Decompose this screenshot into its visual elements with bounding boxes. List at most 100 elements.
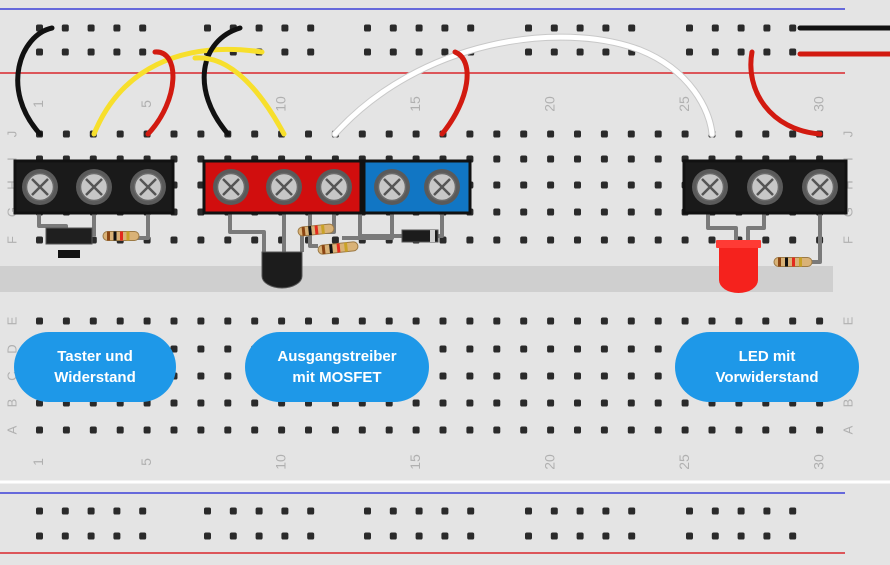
hole [170, 426, 178, 434]
label-taster: Taster und Widerstand [14, 332, 176, 402]
hole [358, 426, 366, 434]
label-led: LED mit Vorwiderstand [675, 332, 859, 402]
hole [116, 130, 124, 138]
hole [281, 532, 289, 540]
hole [139, 507, 147, 515]
hole [61, 24, 69, 32]
column-number: 1 [30, 100, 46, 108]
hole [89, 317, 97, 325]
hole [412, 130, 420, 138]
column-number: 20 [541, 454, 557, 470]
hole [600, 317, 608, 325]
hole [466, 130, 474, 138]
hole [763, 507, 771, 515]
hole [547, 208, 555, 216]
row-letter: I [4, 157, 19, 161]
flyback-diode [401, 229, 439, 243]
hole [574, 317, 581, 325]
hole [628, 24, 636, 32]
led-rim [716, 240, 761, 248]
push-button [45, 227, 93, 245]
resistor-band [792, 257, 795, 267]
hole [281, 48, 289, 56]
hole [735, 426, 743, 434]
hole [441, 507, 449, 515]
resistor-band [308, 225, 312, 236]
components [13, 159, 848, 293]
hole [389, 24, 397, 32]
hole [415, 507, 423, 515]
hole [600, 181, 608, 189]
hole [574, 181, 581, 189]
hole [197, 399, 205, 407]
led [719, 242, 758, 293]
row-letter: B [4, 399, 19, 408]
hole [331, 317, 339, 325]
resistor-band [778, 257, 781, 267]
column-number: 30 [810, 96, 826, 112]
row-letter: I [840, 157, 855, 161]
hole [520, 236, 528, 244]
hole [600, 345, 608, 353]
hole [520, 372, 528, 380]
hole [602, 48, 610, 56]
hole [170, 130, 178, 138]
hole [251, 399, 259, 407]
component-leg [706, 212, 738, 240]
hole [654, 155, 662, 163]
hole [547, 372, 555, 380]
hole [364, 532, 371, 540]
hole [305, 426, 312, 434]
hole [113, 532, 121, 540]
column-number: 5 [138, 458, 154, 466]
hole [281, 24, 289, 32]
hole [439, 426, 447, 434]
hole [204, 507, 211, 515]
hole [439, 399, 447, 407]
hole [654, 345, 662, 353]
hole [466, 426, 474, 434]
hole [87, 48, 95, 56]
hole [576, 532, 584, 540]
hole [197, 236, 205, 244]
wire-red-2 [439, 49, 470, 137]
hole [789, 236, 797, 244]
push-button-base [58, 250, 80, 258]
hole [466, 317, 474, 325]
column-number: 5 [138, 100, 154, 108]
hole [385, 130, 393, 138]
hole [389, 48, 397, 56]
hole [574, 236, 581, 244]
hole [550, 24, 558, 32]
hole [602, 24, 610, 32]
wire-red-3 [748, 49, 823, 137]
hole [224, 426, 232, 434]
hole [627, 181, 635, 189]
hole [307, 48, 315, 56]
hole [762, 130, 770, 138]
hole [493, 426, 501, 434]
terminal-block-led [682, 159, 848, 215]
hole [36, 507, 43, 515]
hole [550, 48, 558, 56]
hole [493, 130, 501, 138]
terminal-screw-slot [756, 178, 774, 196]
hole [251, 236, 259, 244]
component-leg [308, 212, 318, 248]
terminal-screw-slot [701, 178, 719, 196]
hole [415, 48, 423, 56]
hole [600, 399, 608, 407]
hole [654, 236, 662, 244]
hole [170, 317, 178, 325]
resistor-pulldown [317, 241, 359, 255]
row-letter: H [840, 180, 855, 189]
hole [307, 532, 315, 540]
hole [789, 317, 797, 325]
hole [89, 426, 97, 434]
hole [708, 317, 716, 325]
hole [143, 317, 151, 325]
hole [197, 317, 205, 325]
hole [467, 507, 475, 515]
hole [708, 236, 716, 244]
